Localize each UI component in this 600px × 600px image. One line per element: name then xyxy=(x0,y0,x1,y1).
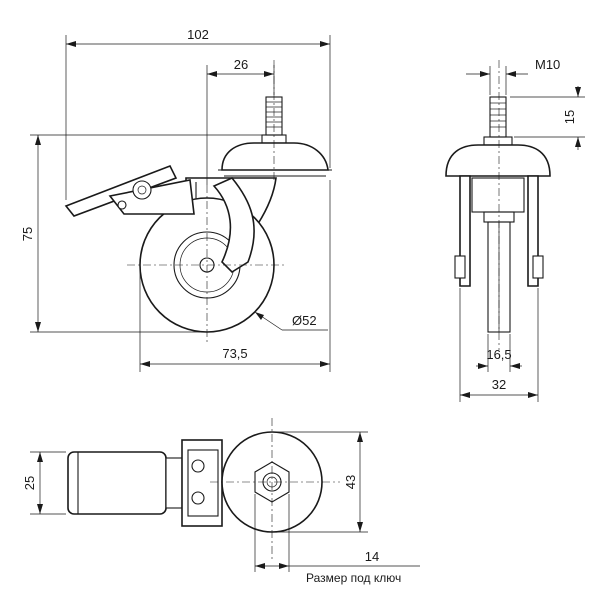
wrench-caption: Размер под ключ xyxy=(306,571,401,585)
dim-fork-width: 32 xyxy=(492,377,506,392)
dim-thread: M10 xyxy=(535,57,560,72)
dim-plate-width: 43 xyxy=(343,475,358,489)
dim-wheel-span: 73,5 xyxy=(222,346,247,361)
dim-height: 75 xyxy=(20,227,35,241)
dim-brake-width: 25 xyxy=(22,476,37,490)
top-view xyxy=(67,418,340,560)
swivel-housing xyxy=(221,142,329,171)
top-dimensions: 25 43 14 Размер под ключ xyxy=(22,431,420,585)
dim-tread-width: 16,5 xyxy=(486,347,511,362)
dim-stem-length: 15 xyxy=(562,110,577,124)
front-view xyxy=(445,60,551,350)
dim-overall-width: 102 xyxy=(187,27,209,42)
side-dimensions: 102 26 75 73,5 Ø52 xyxy=(20,27,331,372)
front-dimensions: M10 15 16,5 32 xyxy=(459,57,585,402)
dim-wrench-size: 14 xyxy=(365,549,379,564)
dim-stem-offset: 26 xyxy=(234,57,248,72)
dim-wheel-diameter: Ø52 xyxy=(292,313,317,328)
side-view xyxy=(64,60,332,345)
brake-pedal xyxy=(64,164,195,217)
